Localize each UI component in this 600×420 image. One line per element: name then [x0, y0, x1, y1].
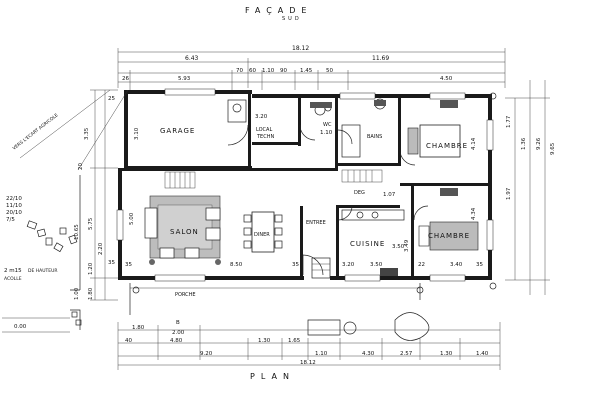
left-dimension-lines — [90, 89, 118, 301]
dining-table — [243, 211, 283, 253]
dim-top-a: 6.43 — [185, 55, 199, 62]
bathroom-fixtures — [227, 98, 386, 158]
dim-left-5: 10.65 — [74, 224, 80, 240]
room-local-tech-1: LOCAL — [256, 127, 272, 133]
dim-left-3: 3.10 — [134, 127, 140, 140]
dim-right-5: 4.14 — [471, 137, 477, 150]
room-entree: ENTREE — [306, 220, 326, 226]
bottom-dimension-lines — [117, 322, 501, 370]
room-local-tech-2: TECHN — [256, 134, 274, 140]
room-deg: DEG — [354, 190, 365, 196]
dim-b17: 35 — [292, 262, 299, 268]
dim-b2: 2.00 — [172, 330, 185, 336]
kitchen-counter — [341, 209, 405, 276]
dim-b22: 3.20 — [342, 262, 355, 268]
inner-dim-2: 1.10 — [320, 130, 333, 136]
note-22-10: 22/10 — [6, 196, 22, 202]
dim-left-10: 35 — [108, 260, 115, 266]
dim-b6: 1.65 — [288, 338, 301, 344]
dim-right-1: 1.77 — [506, 115, 512, 128]
windows — [116, 88, 494, 282]
inner-dim-3: 1.07 — [383, 192, 396, 198]
dim-left-2: 3.35 — [84, 127, 90, 140]
facade-title: FAÇADE — [245, 6, 312, 15]
dim-left-1: 25 — [108, 96, 115, 102]
dim-left-4: 20 — [78, 163, 84, 170]
room-chambre-1: CHAMBRE — [426, 142, 468, 150]
note-acolle: ACOLLE — [4, 276, 22, 282]
dim-b20: 3.40 — [450, 262, 463, 268]
dim-left-9: 1.20 — [88, 262, 94, 275]
room-salon: SALON — [170, 228, 199, 236]
dim-left-12: 1.00 — [74, 287, 80, 300]
dim-right-2: 1.36 — [521, 137, 527, 150]
dim-b19: 22 — [418, 262, 425, 268]
dim-b16: 8.50 — [230, 262, 243, 268]
dim-b9: 4.30 — [362, 351, 375, 357]
dim-b13: 18.12 — [300, 360, 316, 366]
note-7-5: 7/5 — [6, 217, 15, 223]
entry-steps — [311, 257, 331, 279]
dim-b10: 2.57 — [400, 351, 413, 357]
dim-left-11: 1.80 — [88, 287, 94, 300]
inner-dim-4: 3.50 — [392, 244, 405, 250]
dim-b21: 35 — [476, 262, 483, 268]
note-20-10: 20/10 — [6, 210, 22, 216]
dim-right-3: 9.26 — [536, 137, 542, 150]
room-bains: BAINS — [367, 134, 382, 140]
top-dimension-lines — [117, 48, 506, 90]
dim-b14: B — [176, 320, 180, 326]
dim-b5: 1.30 — [258, 338, 271, 344]
dim-right-8: 3.49 — [404, 239, 410, 252]
dim-top-c4: 60 — [249, 68, 256, 74]
dim-b18: 3.50 — [370, 262, 383, 268]
steps — [164, 169, 383, 189]
note-zero: 0.00 — [14, 324, 27, 330]
note-hauteur: DE HAUTEUR — [28, 268, 58, 274]
room-wc: WC — [323, 122, 332, 128]
dim-left-7: 5.00 — [129, 212, 135, 225]
dim-right-7: 1.97 — [506, 187, 512, 200]
dim-b3: 4.80 — [170, 338, 183, 344]
facade-subtitle: SUD — [282, 16, 302, 22]
interior-walls — [248, 94, 490, 278]
dim-top-c1: 26 — [122, 76, 129, 82]
dim-b15: 35 — [125, 262, 132, 268]
dim-top-c9: 4.50 — [440, 76, 453, 82]
boundary-stones — [2, 175, 82, 333]
salon-furniture — [144, 195, 221, 265]
room-cuisine: CUISINE — [350, 240, 385, 248]
doors — [227, 124, 429, 276]
dim-left-8: 2.20 — [98, 242, 104, 255]
dim-top-b: 11.69 — [372, 55, 389, 62]
dim-b4: 40 — [125, 338, 132, 344]
dim-b8: 1.10 — [315, 351, 328, 357]
dim-top-c8: 50 — [326, 68, 333, 74]
dim-b12: 1.40 — [476, 351, 489, 357]
room-porche: PORCHE — [175, 292, 196, 298]
dim-total-top: 18.12 — [292, 45, 309, 52]
note-2m15: 2 m15 — [4, 268, 22, 274]
dim-top-c7: 1.45 — [300, 68, 313, 74]
dim-b1: 1.80 — [132, 325, 145, 331]
room-diner: DINER — [254, 232, 270, 238]
dim-top-c2: 5.93 — [178, 76, 191, 82]
room-chambre-2: CHAMBRE — [428, 232, 470, 240]
dim-top-c6: 90 — [280, 68, 287, 74]
bedroom-beds — [407, 100, 479, 251]
dim-right-4: 9.65 — [550, 142, 556, 155]
note-11-10: 11/10 — [6, 203, 22, 209]
dim-top-c5: 1.10 — [262, 68, 275, 74]
inner-dim-1: 3.20 — [255, 114, 268, 120]
dim-b11: 1.30 — [440, 351, 453, 357]
plan-title: PLAN — [250, 372, 295, 381]
room-garage: GARAGE — [160, 127, 195, 135]
dim-b7: 9.20 — [200, 351, 213, 357]
right-dimension-lines — [505, 80, 550, 295]
dim-top-c3: 70 — [236, 68, 243, 74]
note-agricole: VERS L'ECART AGRICOLE — [12, 112, 60, 151]
dim-right-6: 4.34 — [471, 207, 477, 220]
dim-left-6: 5.75 — [88, 217, 94, 230]
